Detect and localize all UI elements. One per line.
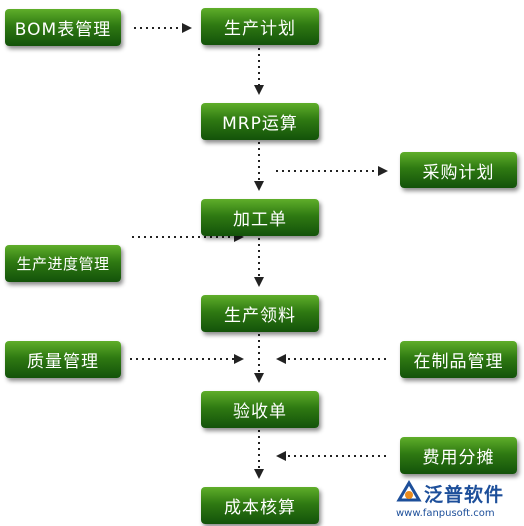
node-cost-accounting: 成本核算 bbox=[201, 487, 319, 524]
node-mrp-calc: MRP运算 bbox=[201, 103, 319, 140]
node-quality-management: 质量管理 bbox=[5, 341, 121, 378]
logo-mark-icon bbox=[396, 480, 422, 502]
logo-url: www.fanpusoft.com bbox=[396, 508, 495, 519]
brand-logo: 泛普软件 www.fanpusoft.com bbox=[396, 480, 520, 524]
node-material-requisition: 生产领料 bbox=[201, 295, 319, 332]
node-wip-management: 在制品管理 bbox=[400, 341, 517, 378]
logo-name: 泛普软件 bbox=[424, 484, 505, 506]
node-purchase-plan: 采购计划 bbox=[400, 152, 517, 188]
node-progress-management: 生产进度管理 bbox=[5, 245, 121, 282]
node-cost-allocation: 费用分摊 bbox=[400, 437, 517, 474]
node-bom-management: BOM表管理 bbox=[5, 9, 121, 46]
node-production-plan: 生产计划 bbox=[201, 8, 319, 45]
node-process-order: 加工单 bbox=[201, 199, 319, 236]
node-acceptance-order: 验收单 bbox=[201, 391, 319, 428]
